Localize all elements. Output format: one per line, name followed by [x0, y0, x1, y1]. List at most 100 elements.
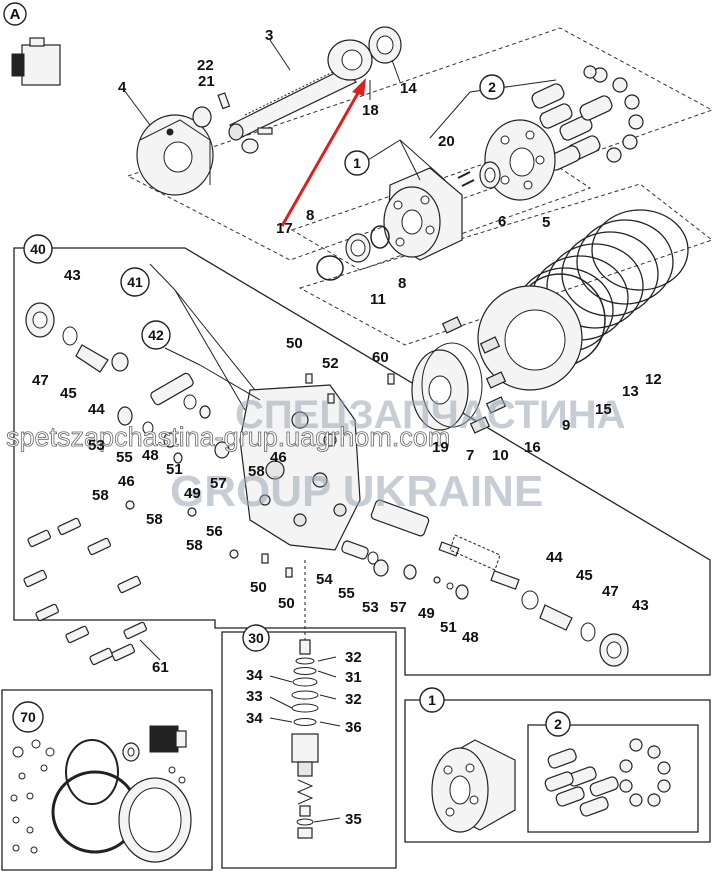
part-label: 7 [466, 447, 474, 464]
part-label: 60 [372, 349, 389, 366]
part-label: 58 [92, 487, 109, 504]
callout-circle: 2 [545, 711, 571, 737]
watermark-url: spetszapchastina-grup.uagrhom.com [6, 422, 450, 452]
part-60-pin [387, 373, 395, 385]
callout-c70: 70 [20, 709, 36, 725]
piston-set-2-top [531, 65, 644, 171]
part-4-flange [136, 114, 214, 196]
dashed-envelope-shaft [126, 27, 714, 261]
part-20-pins [457, 171, 475, 187]
part-label: 49 [418, 605, 435, 622]
part-label: 45 [576, 567, 593, 584]
brake-disc-stack [477, 209, 689, 391]
part-label: 11 [370, 291, 386, 308]
part-label: 36 [345, 719, 362, 736]
part-61-bolts [23, 517, 148, 666]
part-label: 8 [398, 275, 406, 292]
part-label: 48 [142, 447, 159, 464]
group-box-70 [1, 689, 213, 871]
part-label: 43 [632, 597, 649, 614]
red-pointer-arrow [280, 78, 366, 227]
part-label: 46 [118, 473, 135, 490]
callout-circle: 40 [23, 234, 53, 264]
part-label: 10 [492, 447, 509, 464]
part-label: 3 [265, 27, 273, 44]
left-plug-assembly [25, 302, 129, 373]
watermark-brand-line2: GROUP UKRAINE [170, 467, 543, 516]
small-pins-and-plugs [125, 373, 335, 578]
part-label: 56 [206, 523, 223, 540]
part-5-swash-plate [484, 119, 556, 201]
part-label: 32 [345, 691, 362, 708]
part-label: 44 [546, 549, 563, 566]
part-1-cylinder-block [383, 167, 463, 261]
part-label: 61 [152, 659, 169, 676]
callout-c2b: 2 [554, 716, 562, 732]
part-label: 51 [440, 619, 457, 636]
right-spool-assembly [370, 499, 629, 667]
section-a-label: A [10, 6, 21, 23]
watermark-brand-line1: СПЕЦЗАПЧАСТИНА [235, 393, 626, 437]
piston-set-2-bottom [544, 738, 671, 817]
callout-circle: 30 [242, 624, 270, 652]
group-box-1-bottom [404, 699, 711, 843]
part-label: 4 [118, 79, 127, 96]
callout-c1b: 1 [428, 692, 436, 708]
callout-circle: 42 [141, 320, 171, 350]
part-label: 54 [316, 571, 333, 588]
part-label: 58 [186, 537, 203, 554]
parts-8-11-17-rings [316, 225, 390, 281]
motor-icon-top-left [11, 37, 61, 86]
part-label: 51 [166, 461, 183, 478]
part-19-brake-piston [411, 342, 483, 431]
part-label: 50 [250, 579, 267, 596]
part-label: 58 [146, 511, 163, 528]
callout-circle: 1 [344, 150, 370, 176]
dashed-envelope-cylinder [290, 147, 592, 271]
part-label: 15 [595, 401, 612, 418]
part-label: 5 [542, 214, 550, 231]
part-label: 47 [32, 372, 49, 389]
part-label: 19 [432, 439, 449, 456]
part-label: 44 [88, 401, 105, 418]
callout-circle: 41 [120, 267, 150, 297]
callout-c1: 1 [353, 155, 361, 171]
part-label: 17 [276, 220, 293, 237]
group-box-2-bottom [527, 724, 699, 833]
part-label: 31 [345, 669, 362, 686]
part-label: 22 [197, 57, 214, 74]
part-label: 20 [438, 133, 455, 150]
part-label: 9 [562, 417, 570, 434]
part-label: 52 [322, 355, 339, 372]
callout-c30: 30 [248, 630, 264, 646]
part-label: 49 [184, 485, 201, 502]
group-box-30 [221, 631, 397, 869]
part-21-22-small-parts [192, 92, 273, 154]
part-10-springs [441, 316, 507, 434]
part-label: 35 [345, 811, 362, 828]
part-label: 48 [462, 629, 479, 646]
part-label: 55 [116, 449, 133, 466]
part-label: 21 [198, 73, 215, 90]
watermark: СПЕЦЗАПЧАСТИНА GROUP UKRAINE spetszapcha… [6, 393, 626, 516]
circled-callouts: 2 1 40 41 42 30 70 1 2 [12, 74, 571, 737]
cylinder-block-bottom [431, 739, 516, 833]
part-label: 47 [602, 583, 619, 600]
part-label: 50 [286, 335, 303, 352]
part-label: 8 [306, 207, 314, 224]
part-label: 53 [88, 437, 105, 454]
part-label: 55 [338, 585, 355, 602]
part-label: 58 [248, 463, 265, 480]
part-label: 14 [400, 80, 417, 97]
part-label: 53 [362, 599, 379, 616]
part-label: 18 [362, 102, 379, 119]
section-a-marker: A [3, 2, 27, 26]
spool-assembly-42 [117, 372, 230, 464]
part-label: 45 [60, 385, 77, 402]
part-6-ring [479, 161, 501, 189]
callout-c40: 40 [30, 241, 46, 257]
part-label: 57 [390, 599, 407, 616]
part-label: 16 [524, 439, 541, 456]
